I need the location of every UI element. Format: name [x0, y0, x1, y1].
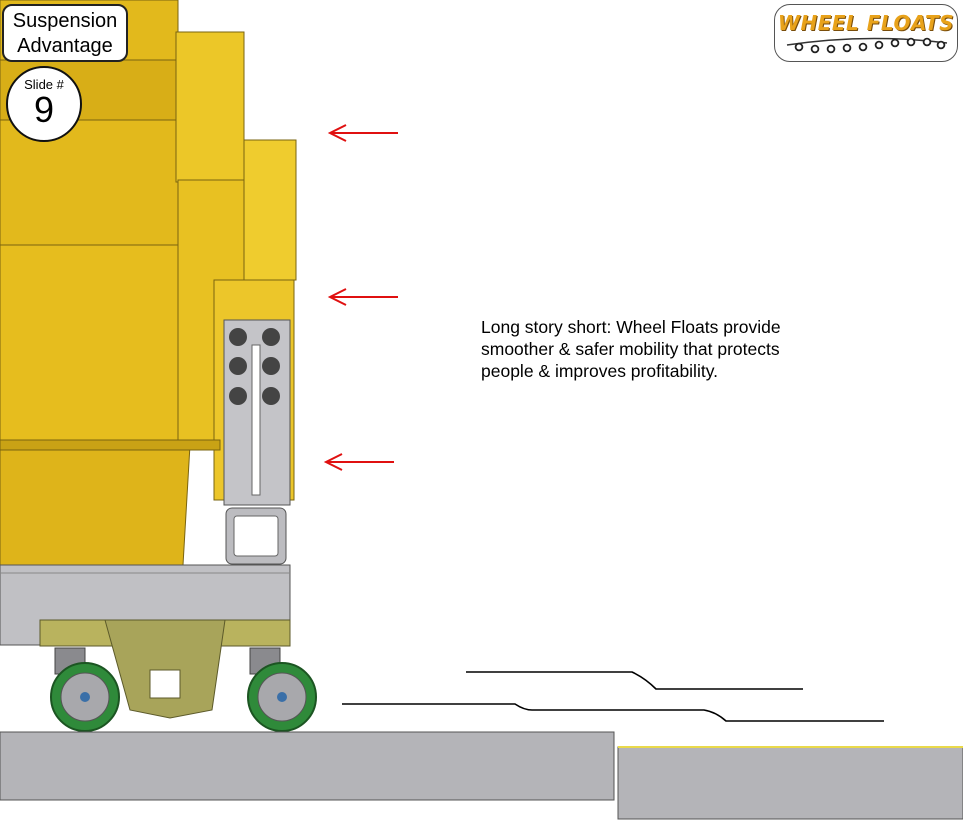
caption-line: people & improves profitability.	[481, 361, 719, 381]
wheel-floats-logo: WHEEL FLOATS	[774, 4, 958, 62]
steel-bracket	[223, 319, 291, 565]
slide-number-badge: Slide # 9	[6, 66, 82, 142]
right-wheel	[247, 647, 317, 732]
caption-line: smoother & safer mobility that protects	[481, 339, 780, 359]
caption-line: Long story short: Wheel Floats provide	[481, 317, 781, 337]
slide-title-line2: Advantage	[17, 35, 113, 57]
caster-bracket	[39, 619, 291, 719]
slide-number: 9	[33, 89, 55, 130]
red-arrows	[323, 124, 398, 471]
arrow-left-icon	[327, 124, 398, 142]
arrow-left-icon	[323, 453, 394, 471]
slide-title-line1: Suspension	[12, 10, 118, 32]
floor	[0, 731, 963, 820]
surface-profile-lines	[342, 671, 884, 722]
logo-text: WHEEL FLOATS	[777, 11, 955, 35]
slide-number-caption: Slide #	[24, 77, 64, 92]
slide-title-box: Suspension Advantage	[2, 4, 128, 62]
left-wheel	[50, 647, 120, 732]
caption-text: Long story short: Wheel Floats provide s…	[481, 316, 841, 382]
arrow-left-icon	[327, 288, 398, 306]
yellow-machine	[0, 0, 297, 566]
logo-wheels-icon	[786, 37, 948, 54]
